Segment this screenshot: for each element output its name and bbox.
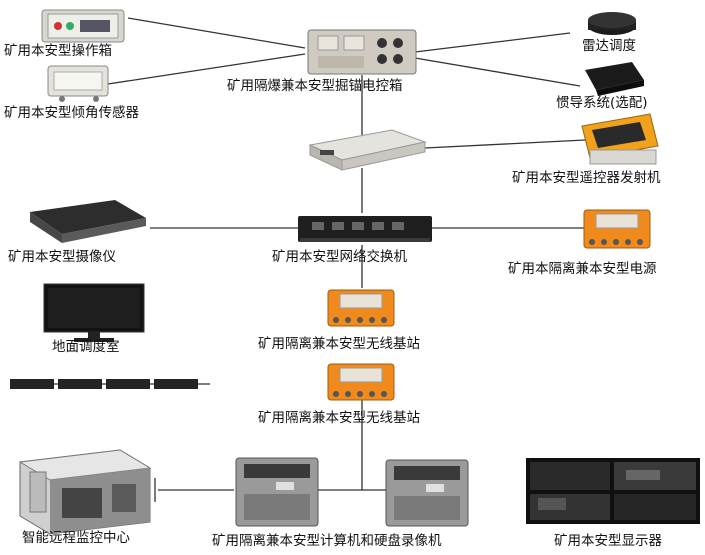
switch-device — [298, 216, 432, 242]
line-remote-tx — [425, 140, 585, 148]
computer-device — [236, 458, 318, 526]
switch-label: 矿用本安型网络交换机 — [272, 249, 407, 265]
monitoring-center-device — [20, 450, 150, 534]
base-station-1-device — [328, 290, 394, 326]
display-device — [526, 458, 700, 524]
remote-transmitter-device — [582, 114, 658, 164]
base-station-2-device — [328, 364, 394, 400]
inertial-label: 惯导系统(选配) — [556, 95, 648, 111]
wireless-module-device — [310, 130, 425, 170]
tilt-sensor-device — [48, 66, 108, 102]
line-operation-box — [128, 18, 305, 48]
line-inertial — [415, 58, 580, 86]
camera-label: 矿用本安型摄像仪 — [8, 249, 116, 265]
operation-box-label: 矿用本安型操作箱 — [4, 43, 112, 59]
display-label: 矿用本安型显示器 — [554, 533, 662, 549]
power-supply-device — [584, 210, 650, 248]
control-box-device — [308, 30, 416, 74]
remote-center-label: 智能远程监控中心 — [22, 530, 130, 546]
radar-label: 雷达调度 — [582, 38, 636, 54]
base-station-1-label: 矿用隔离兼本安型无线基站 — [258, 336, 420, 352]
camera-device — [30, 200, 146, 243]
computer-recorder-label: 矿用隔离兼本安型计算机和硬盘录像机 — [212, 533, 442, 549]
recorder-device — [386, 460, 468, 526]
remote-tx-label: 矿用本安型遥控器发射机 — [512, 170, 661, 186]
base-station-2-label: 矿用隔离兼本安型无线基站 — [258, 410, 420, 426]
ground-room-label: 地面调度室 — [52, 339, 120, 355]
radar-device — [588, 12, 636, 35]
ground-monitor-device — [44, 284, 144, 342]
control-box-label: 矿用隔爆兼本安型掘锚电控箱 — [227, 78, 403, 94]
inertial-device — [585, 62, 644, 96]
line-radar — [415, 33, 570, 52]
power-label: 矿用本隔离兼本安型电源 — [508, 261, 657, 277]
operation-box-device — [42, 10, 124, 42]
tilt-sensor-label: 矿用本安型倾角传感器 — [4, 105, 139, 121]
switch-row-device — [10, 379, 210, 389]
